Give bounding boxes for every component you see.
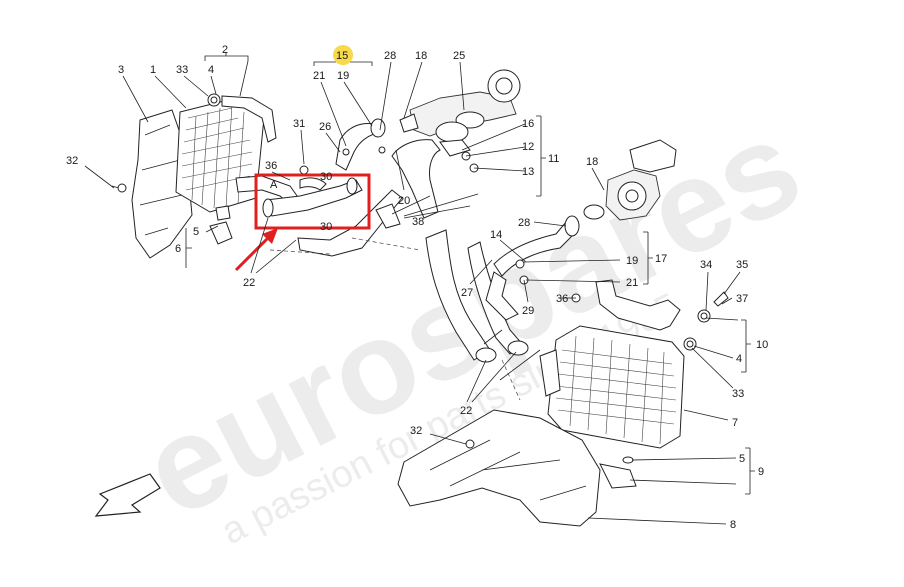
- callout-18: 18: [586, 156, 598, 168]
- callout-36: 36: [556, 293, 568, 305]
- callout-11: 11: [548, 153, 559, 165]
- right-bracket: [595, 279, 681, 331]
- callout-3: 3: [118, 64, 124, 76]
- callout-30: 30: [320, 171, 332, 183]
- callout-2: 2: [222, 44, 228, 56]
- callout-20: 20: [398, 195, 410, 207]
- throttle-manifold: [399, 69, 521, 143]
- callout-14: 14: [490, 229, 502, 241]
- callout-A: A: [270, 179, 278, 191]
- callout-31: 31: [293, 118, 305, 130]
- right-intercooler: [539, 325, 685, 449]
- callout-5: 5: [739, 453, 745, 465]
- left-bracket: [221, 95, 277, 143]
- highlighted-hose: [265, 179, 363, 217]
- callout-32: 32: [410, 425, 422, 437]
- direction-arrow: [94, 473, 161, 517]
- callout-1: 1: [150, 64, 156, 76]
- callout-18: 18: [415, 50, 427, 62]
- callout-16: 16: [522, 118, 534, 130]
- callout-27: 27: [461, 287, 473, 299]
- callout-28: 28: [518, 217, 530, 229]
- callout-4: 4: [208, 64, 214, 76]
- leader-lines: [84, 52, 755, 525]
- center-riser-pipe: [391, 139, 441, 219]
- callout-19: 19: [337, 70, 349, 82]
- highlight-box: [254, 173, 371, 230]
- callout-6: 6: [175, 243, 181, 255]
- callout-4: 4: [736, 353, 742, 365]
- highlight-arrow: [234, 234, 272, 272]
- callout-34: 34: [700, 259, 712, 271]
- callout-15: 15: [336, 50, 348, 62]
- hose-lower-left: [297, 189, 403, 257]
- callout-21: 21: [313, 70, 325, 82]
- callout-21: 21: [626, 277, 638, 289]
- callout-37: 37: [736, 293, 748, 305]
- callout-22: 22: [243, 277, 255, 289]
- callout-36: 36: [265, 160, 277, 172]
- callout-29: 29: [522, 305, 534, 317]
- callout-33: 33: [732, 388, 744, 400]
- callout-13: 13: [522, 166, 534, 178]
- callout-7: 7: [732, 417, 738, 429]
- callout-labels: 1 2 3 4 33 32 5 6 22 31 36 A 26 30 30 15…: [66, 44, 768, 531]
- callout-12: 12: [522, 141, 534, 153]
- callout-26: 26: [319, 121, 331, 133]
- callout-32: 32: [66, 155, 78, 167]
- callout-28: 28: [384, 50, 396, 62]
- callout-38: 38: [412, 216, 424, 228]
- callout-17: 17: [655, 253, 667, 265]
- right-turbo-throttle: [583, 139, 677, 221]
- callout-33: 33: [176, 64, 188, 76]
- callout-25: 25: [453, 50, 465, 62]
- callout-19: 19: [626, 255, 638, 267]
- callout-9: 9: [758, 466, 764, 478]
- callout-8: 8: [730, 519, 736, 531]
- highlight-badge: [333, 45, 353, 65]
- callout-22: 22: [460, 405, 472, 417]
- left-intercooler: [175, 99, 265, 213]
- callout-10: 10: [756, 339, 768, 351]
- callout-35: 35: [736, 259, 748, 271]
- callout-5: 5: [193, 226, 199, 238]
- callout-30: 30: [320, 221, 332, 233]
